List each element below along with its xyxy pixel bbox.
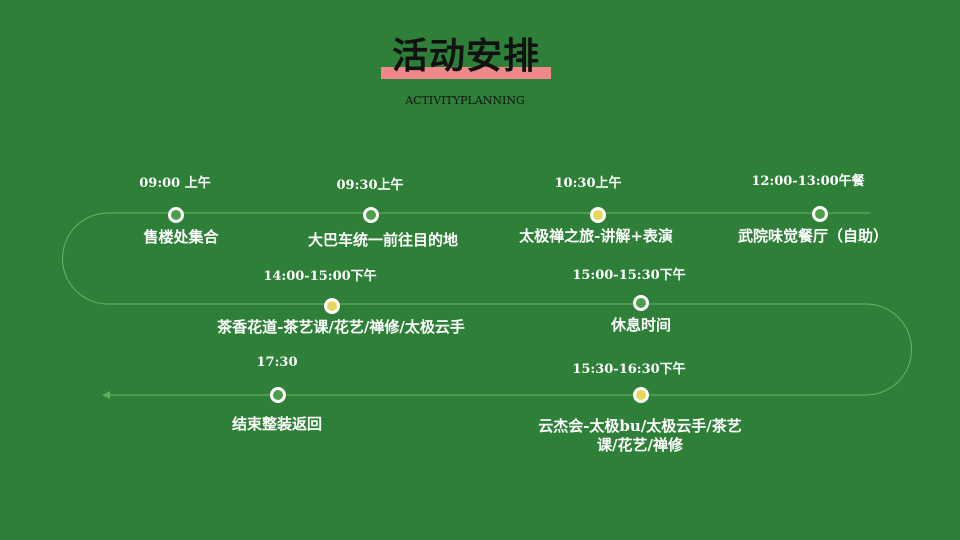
timeline-node-icon bbox=[812, 206, 828, 222]
page-subtitle: ACTIVITYPLANNING bbox=[405, 94, 525, 107]
event-label: 太极禅之旅-讲解+表演 bbox=[519, 227, 673, 245]
timeline-node-icon bbox=[168, 207, 184, 223]
title-block: 活动安排 bbox=[381, 30, 551, 82]
event-label: 云杰会-太极bu/太极云手/茶艺课/花艺/禅修 bbox=[538, 417, 742, 454]
event-time: 14:00-15:00下午 bbox=[263, 269, 377, 284]
timeline-node-icon bbox=[363, 207, 379, 223]
event-time: 09:00 上午 bbox=[139, 176, 211, 191]
event-time: 09:30上午 bbox=[336, 178, 404, 193]
event-label: 休息时间 bbox=[610, 316, 672, 334]
event-time: 15:00-15:30下午 bbox=[572, 268, 686, 283]
event-time: 10:30上午 bbox=[554, 176, 622, 191]
title-underline-bar bbox=[381, 67, 551, 79]
event-label: 武院味觉餐厅（自助） bbox=[737, 227, 889, 245]
event-time: 17:30 bbox=[256, 355, 298, 370]
event-label: 茶香花道-茶艺课/花艺/禅修/太极云手 bbox=[217, 318, 465, 336]
event-label: 售楼处集合 bbox=[143, 228, 219, 246]
timeline-node-icon bbox=[590, 207, 606, 223]
event-time: 12:00-13:00午餐 bbox=[751, 174, 865, 189]
page-title: 活动安排 bbox=[391, 35, 540, 77]
timeline-node-icon bbox=[633, 387, 649, 403]
event-label: 结束整装返回 bbox=[231, 415, 323, 433]
timeline-node-icon bbox=[270, 387, 286, 403]
event-label: 大巴车统一前往目的地 bbox=[307, 231, 459, 249]
arrow-left-icon bbox=[102, 391, 110, 399]
event-time: 15:30-16:30下午 bbox=[572, 362, 686, 377]
timeline-node-icon bbox=[324, 298, 340, 314]
timeline-node-icon bbox=[633, 295, 649, 311]
